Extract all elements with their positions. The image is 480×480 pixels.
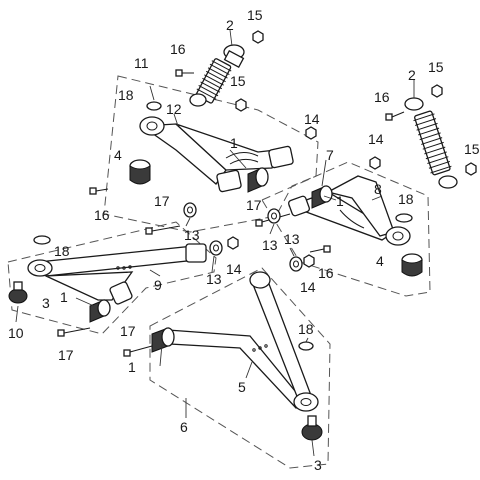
callout-17a: 17: [154, 193, 170, 209]
bolt-16-c: [89, 187, 109, 195]
bolt-17-a: [145, 225, 181, 235]
callout-2a: 2: [226, 17, 234, 33]
callout-1a: 1: [230, 135, 238, 151]
nut-15-c: [431, 84, 443, 98]
callout-14c: 14: [226, 261, 242, 277]
callout-6: 6: [180, 419, 188, 435]
callout-9: 9: [154, 277, 162, 293]
callout-14d: 14: [300, 279, 316, 295]
upper-a-arm-right: [288, 175, 411, 246]
callout-7: 7: [326, 147, 334, 163]
nut-15-d: [465, 162, 477, 176]
callout-15a: 15: [247, 7, 263, 23]
ball-joint-4-a: [129, 159, 151, 185]
seal-ring-18-b: [395, 213, 413, 223]
nut-14-d: [303, 254, 315, 268]
lower-arm-left-boundary: [7, 221, 217, 335]
callout-18d: 18: [298, 321, 314, 337]
nut-15-b: [235, 98, 247, 112]
nut-14-c: [227, 236, 239, 250]
callout-16d: 16: [318, 265, 334, 281]
callout-1d: 1: [128, 359, 136, 375]
callout-10: 10: [8, 325, 24, 341]
bolt-17-c: [57, 327, 91, 337]
shock-absorber-left: [189, 44, 245, 107]
bushing-1-a: [247, 167, 269, 193]
callout-12: 12: [166, 101, 182, 117]
callout-14b: 14: [368, 131, 384, 147]
ball-joint-3-b: [301, 415, 323, 441]
callout-11: 11: [134, 55, 149, 71]
callout-18a: 18: [118, 87, 134, 103]
callout-14a: 14: [304, 111, 320, 127]
callout-labels: 2 15 16 15 11 18 12 4 16 14 1 2 15 16 14…: [8, 7, 480, 473]
bushing-1-d: [151, 327, 175, 353]
callout-5: 5: [238, 379, 246, 395]
leader-lines: [15, 29, 415, 457]
bolt-17-d: [123, 345, 153, 357]
callout-17c: 17: [58, 347, 74, 363]
callout-16b: 16: [94, 207, 110, 223]
callout-8: 8: [374, 181, 382, 197]
callout-15d: 15: [464, 141, 480, 157]
seal-ring-18-d: [298, 341, 314, 351]
lower-arm-right-boundary: [149, 267, 331, 469]
shock-absorber-right: [404, 97, 458, 189]
callout-13b: 13: [262, 237, 278, 253]
upper-arm-left-boundary: [103, 75, 319, 233]
ball-joint-4-b: [401, 253, 423, 277]
washer-13-c: [267, 208, 281, 224]
callout-3a: 3: [42, 295, 50, 311]
bolt-16-d: [309, 245, 331, 253]
nut-15-a: [252, 30, 264, 44]
upper-a-arm-left: [139, 116, 294, 193]
bushing-1-c: [89, 299, 111, 323]
callout-13a: 13: [184, 227, 200, 243]
callout-16a: 16: [170, 41, 186, 57]
callout-3b: 3: [314, 457, 322, 473]
callout-4b: 4: [376, 253, 384, 269]
callout-17d: 17: [120, 323, 136, 339]
washer-13-b: [209, 240, 223, 256]
callout-1b: 1: [336, 193, 344, 209]
nut-14-a: [305, 126, 317, 140]
bolt-16-b: [385, 111, 405, 121]
washer-13-d: [289, 256, 303, 272]
washer-13-a: [183, 202, 197, 218]
seal-ring-18-c: [33, 235, 51, 245]
callout-1c: 1: [60, 289, 68, 305]
seal-ring-18-a: [146, 101, 162, 111]
callout-13d: 13: [206, 271, 222, 287]
callout-16c: 16: [374, 89, 390, 105]
callout-15c: 15: [428, 59, 444, 75]
bolt-16-a: [175, 69, 194, 77]
callout-4a: 4: [114, 147, 122, 163]
nut-14-b: [369, 156, 381, 170]
callout-18b: 18: [398, 191, 414, 207]
ball-joint-3-a: [8, 281, 28, 304]
callout-13c: 13: [284, 231, 300, 247]
callout-2b: 2: [408, 67, 416, 83]
callout-18c: 18: [54, 243, 70, 259]
callout-15b: 15: [230, 73, 246, 89]
callout-17b: 17: [246, 197, 262, 213]
lower-arm-left: [27, 243, 207, 305]
